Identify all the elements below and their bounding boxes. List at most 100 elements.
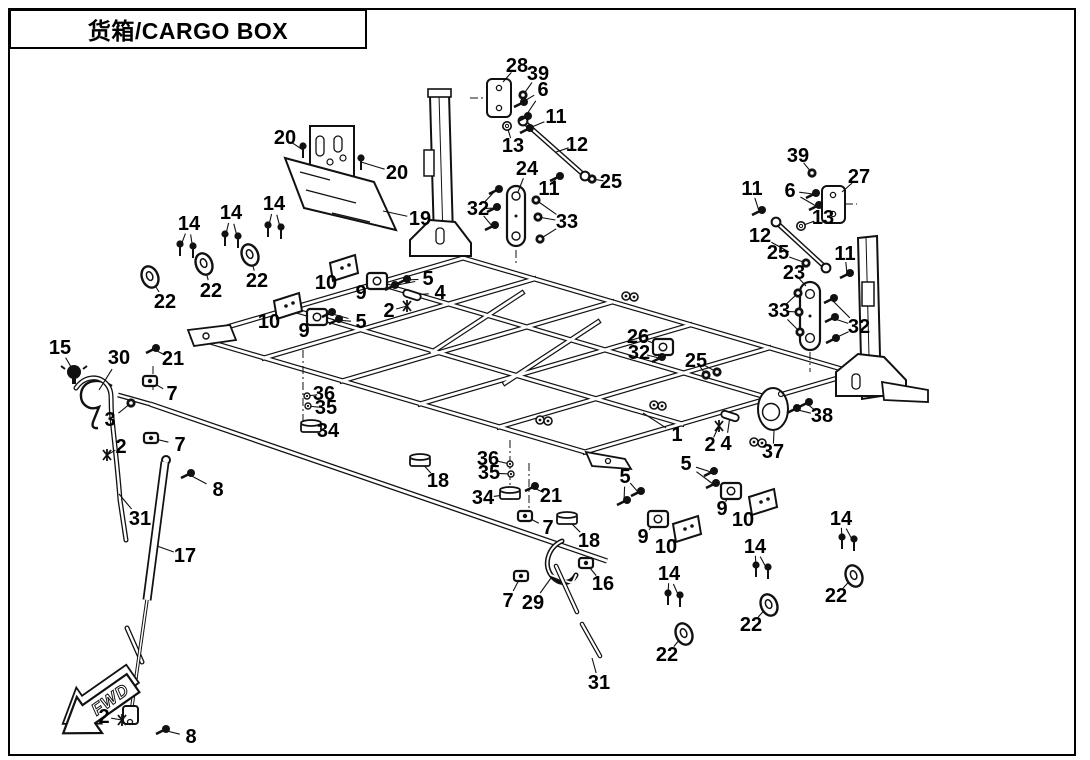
cargo-frame [186,254,859,471]
part-number: 2 [115,436,126,458]
part-number: 13 [502,135,524,157]
part-number: 12 [566,134,588,156]
assembly-centerlines [152,97,857,521]
callout-10: 10 [258,291,304,333]
callout-14: 14 [176,213,201,258]
part-number: 8 [212,479,223,501]
part-number: 14 [178,213,201,235]
callout-11: 11 [834,243,856,280]
callout-12: 12 [555,134,588,156]
part-number: 5 [422,268,433,290]
part-number: 31 [588,672,610,694]
callout-39: 39 [787,145,817,178]
callout-14: 14 [744,536,772,579]
callout-36: 36 [303,383,335,405]
part-number: 2 [383,300,394,322]
part-number: 5 [680,453,691,475]
part-number: 39 [787,145,809,167]
part-number: 11 [834,243,855,265]
part-number: 14 [263,193,286,215]
part-number: 35 [478,462,500,484]
part-number: 23 [783,262,805,284]
part-number: 34 [472,487,495,509]
part-number: 20 [274,127,296,149]
part-number: 4 [434,282,446,304]
part-number: 8 [185,726,196,748]
part-number: 22 [246,270,268,292]
part-number: 25 [600,171,622,193]
frame-end-bracket [186,324,238,347]
callout-20: 20 [274,127,307,158]
callout-30: 30 [98,347,130,391]
callout-14: 14 [830,508,858,551]
part-number: 34 [317,420,340,442]
part-number: 21 [162,348,184,370]
part-number: 31 [129,508,151,530]
callout-35: 35 [304,397,337,419]
callout-8: 8 [155,725,197,748]
callout-6: 6 [513,79,549,123]
part-number: 10 [315,272,337,294]
callout-31: 31 [588,657,610,694]
callout-7: 7 [502,569,530,612]
part-number: 20 [386,162,408,184]
part-number: 5 [619,466,630,488]
callout-37: 37 [762,430,784,463]
part-number: 9 [716,498,727,520]
part-number: 32 [467,198,489,220]
part-number: 32 [848,316,870,338]
callout-38: 38 [786,398,833,427]
part-number: 37 [762,441,784,463]
callout-17: 17 [156,545,196,567]
part-number: 16 [592,573,614,595]
callout-28: 28 [502,55,528,83]
frame-front-bracket [584,450,633,471]
callout-9: 9 [716,481,743,520]
part-number: 11 [741,178,762,200]
callout-35: 35 [478,462,515,484]
part-number: 19 [409,208,431,230]
part-number: 12 [749,225,771,247]
frame-lug-holes [538,294,764,445]
callout-8: 8 [180,469,224,501]
callout-5: 5 [321,308,367,333]
part-number: 14 [658,563,681,585]
part-number: 18 [578,530,600,552]
callout-22: 22 [194,252,222,302]
part-number: 14 [830,508,853,530]
part-number: 22 [200,280,222,302]
callout-10: 10 [732,487,779,531]
callout-12: 12 [749,225,790,253]
hook-handle-30 [79,379,113,430]
callout-23: 23 [783,262,807,287]
callout-15: 15 [49,337,88,384]
part-number: 15 [49,337,71,359]
callout-22: 22 [140,265,176,313]
callout-32: 32 [823,294,870,345]
pivot-rod [117,392,608,564]
front-post-right [835,234,929,403]
part-number: 2 [98,706,109,728]
callout-25: 25 [587,171,622,193]
callout-13: 13 [502,121,524,157]
part-number: 39 [527,63,549,85]
callout-11: 11 [519,106,567,135]
part-number: 7 [502,590,513,612]
callout-2: 2 [704,420,724,456]
part-number: 36 [313,383,335,405]
callout-20: 20 [357,154,408,184]
callout-13: 13 [795,207,834,232]
part-number: 30 [108,347,130,369]
limit-rod-12-right [770,216,832,274]
pivot-plate-37 [757,387,789,431]
part-number: 11 [545,106,566,128]
part-number: 7 [542,517,553,539]
part-number: 11 [538,178,559,200]
part-number: 6 [537,79,548,101]
callout-11: 11 [538,172,564,200]
callout-22: 22 [656,622,694,666]
callout-14: 14 [220,202,243,248]
part-number: 5 [355,311,366,333]
